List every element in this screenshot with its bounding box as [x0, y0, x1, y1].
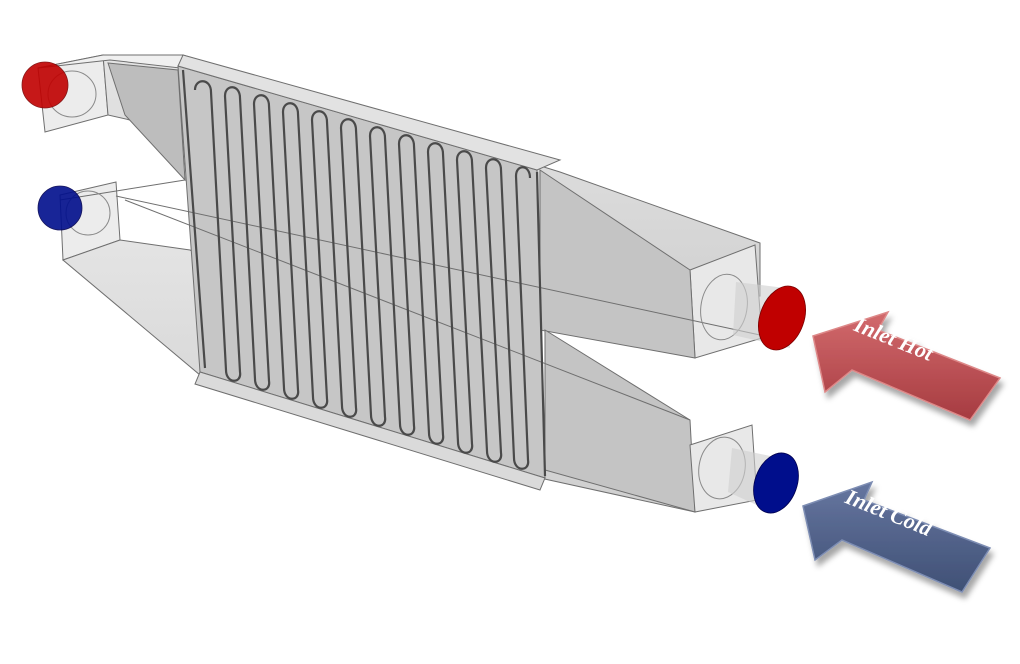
serpentine-channel — [181, 69, 547, 477]
outlet-cold-port — [37, 185, 83, 231]
inlet-cold-arrow: Inlet Cold — [802, 480, 992, 593]
inlet-hot-arrow: Inlet Hot — [812, 310, 1002, 421]
inlet-cold-port — [753, 452, 799, 514]
inlet-hot-port — [758, 285, 806, 351]
outlet-hot-port — [21, 61, 69, 109]
